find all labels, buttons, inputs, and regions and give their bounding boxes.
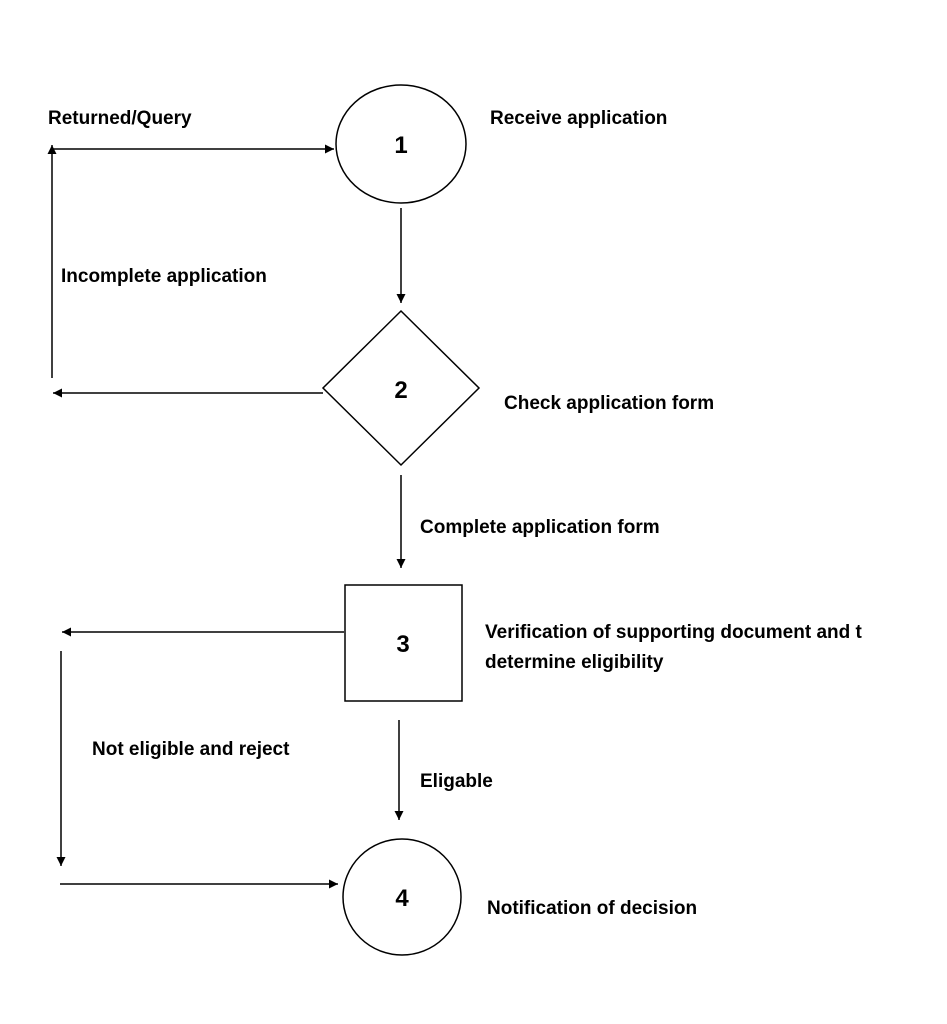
node-2-diamond bbox=[321, 309, 481, 467]
node-4-number: 4 bbox=[395, 885, 409, 912]
node-1-label: Receive application bbox=[490, 108, 667, 129]
node-3-label-line-1: Verification of supporting document and … bbox=[485, 622, 863, 643]
node-2-check-application-form: 2 bbox=[321, 309, 481, 467]
edge-returned-query-label: Returned/Query bbox=[48, 108, 192, 129]
node-4-notification: 4 bbox=[342, 838, 462, 956]
node-3-label-line-2: determine eligibility bbox=[485, 652, 664, 673]
edge-eligible-label: Eligable bbox=[420, 771, 493, 792]
node-1-circle bbox=[335, 84, 467, 204]
node-2-label: Check application form bbox=[504, 393, 714, 414]
edge-not-eligible-label: Not eligible and reject bbox=[92, 739, 290, 760]
node-3-square bbox=[344, 584, 463, 702]
edge-incomplete-label: Incomplete application bbox=[61, 266, 267, 287]
node-1-number: 1 bbox=[394, 132, 407, 159]
node-3-verification: 3 bbox=[344, 584, 463, 702]
node-3-number: 3 bbox=[396, 631, 409, 658]
node-1-receive-application: 1 bbox=[335, 84, 467, 204]
node-4-circle bbox=[342, 838, 462, 956]
node-2-number: 2 bbox=[394, 377, 407, 404]
node-4-label: Notification of decision bbox=[487, 898, 697, 919]
edge-complete-label: Complete application form bbox=[420, 517, 660, 538]
